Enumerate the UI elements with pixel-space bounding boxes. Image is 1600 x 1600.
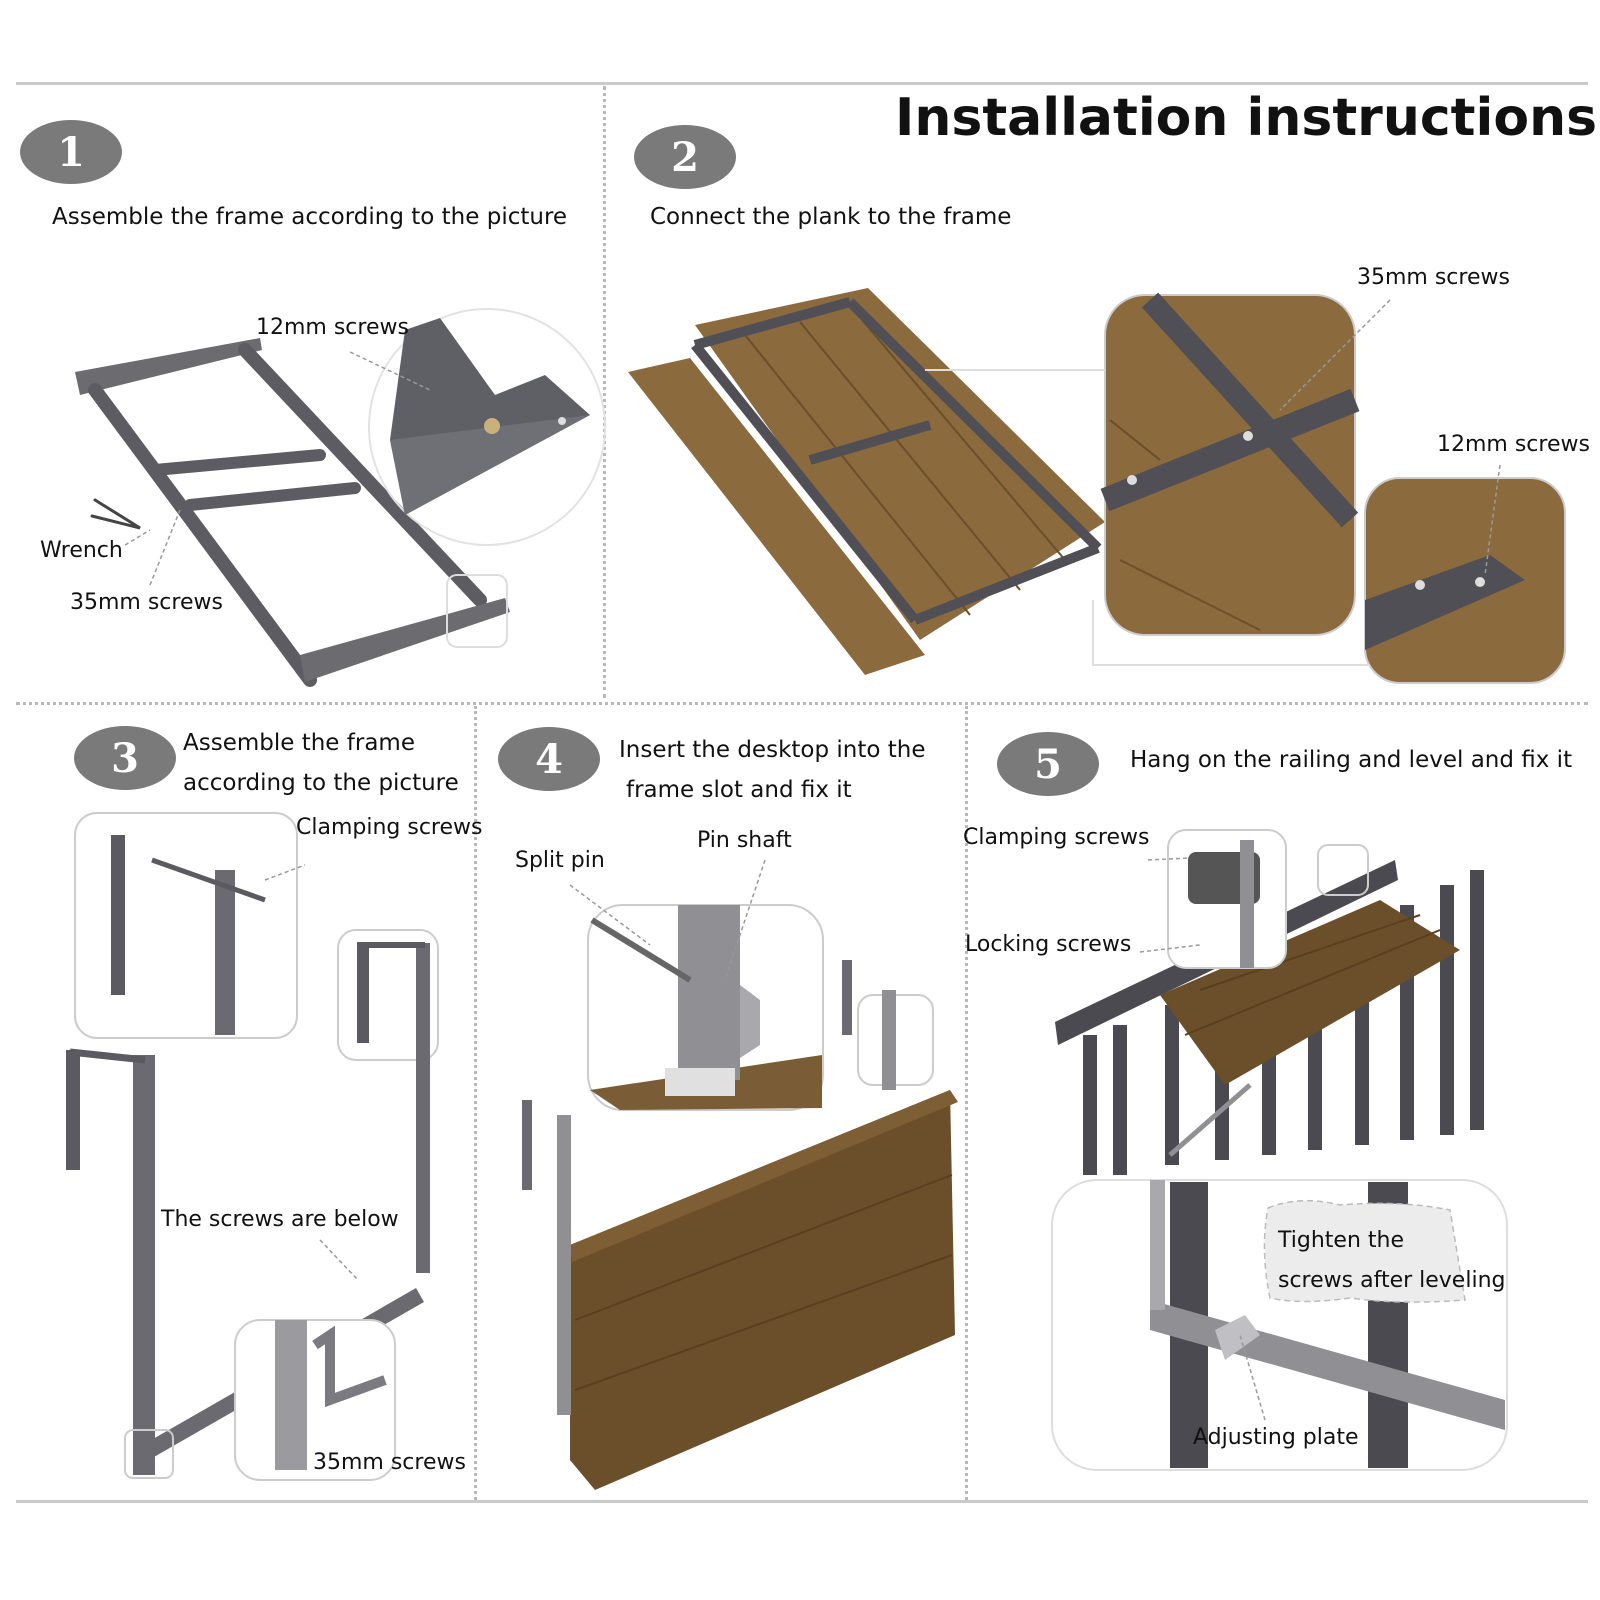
- label-step5-adjusting-plate: Adjusting plate: [1193, 1425, 1359, 1450]
- step-4-text-line2: frame slot and fix it: [626, 777, 852, 803]
- step-3-text-line2: according to the picture: [183, 770, 459, 796]
- step2-zoom-left: [1100, 292, 1360, 636]
- step-3-text-line1: Assemble the frame: [183, 730, 415, 756]
- step-1-text: Assemble the frame according to the pict…: [52, 204, 568, 230]
- step-4-text-line1: Insert the desktop into the: [619, 737, 926, 763]
- label-step2-35mm-screws: 35mm screws: [1357, 265, 1510, 290]
- step5-railing-illustration: [1051, 829, 1508, 1471]
- label-step4-pin-shaft: Pin shaft: [697, 828, 792, 853]
- label-step1-wrench: Wrench: [40, 538, 123, 563]
- label-step4-split-pin: Split pin: [515, 848, 605, 873]
- step4-desktop-illustration: [522, 904, 958, 1490]
- step-3-badge: 3: [74, 726, 176, 790]
- page-title: Installation instructions: [895, 88, 1598, 148]
- divider-v3: [965, 706, 968, 1500]
- label-step3-screws-below: The screws are below: [161, 1207, 399, 1232]
- step1-frame-illustration: [75, 338, 510, 687]
- step1-zoom-bracket: [390, 318, 590, 515]
- step-5-badge: 5: [997, 732, 1099, 796]
- divider-v1: [603, 86, 606, 698]
- label-step5-tighten-line2: screws after leveling: [1278, 1268, 1506, 1293]
- middle-divider: [16, 702, 1588, 705]
- top-divider: [16, 82, 1588, 85]
- step-4-badge: 4: [498, 727, 600, 791]
- label-step5-clamping-screws: Clamping screws: [963, 825, 1150, 850]
- label-step2-12mm-screws: 12mm screws: [1437, 432, 1590, 457]
- label-step3-clamping-screws: Clamping screws: [296, 815, 483, 840]
- step1-zoom-circle: [368, 308, 606, 546]
- step2-plank-illustration: [628, 288, 1105, 675]
- step-5-text: Hang on the railing and level and fix it: [1130, 747, 1573, 773]
- label-step5-tighten-line1: Tighten the: [1278, 1228, 1404, 1253]
- label-step3-35mm-screws: 35mm screws: [313, 1450, 466, 1475]
- step-2-badge: 2: [634, 125, 736, 189]
- step-2-text: Connect the plank to the frame: [650, 204, 1012, 230]
- label-step1-12mm-screws: 12mm screws: [256, 315, 409, 340]
- step2-zoom-right: [1364, 477, 1566, 684]
- label-step1-35mm-screws: 35mm screws: [70, 590, 223, 615]
- step3-frame-illustration: [66, 812, 439, 1481]
- bottom-divider: [16, 1500, 1588, 1503]
- label-step5-locking-screws: Locking screws: [965, 932, 1132, 957]
- divider-v2: [474, 706, 477, 1500]
- step-1-badge: 1: [20, 120, 122, 184]
